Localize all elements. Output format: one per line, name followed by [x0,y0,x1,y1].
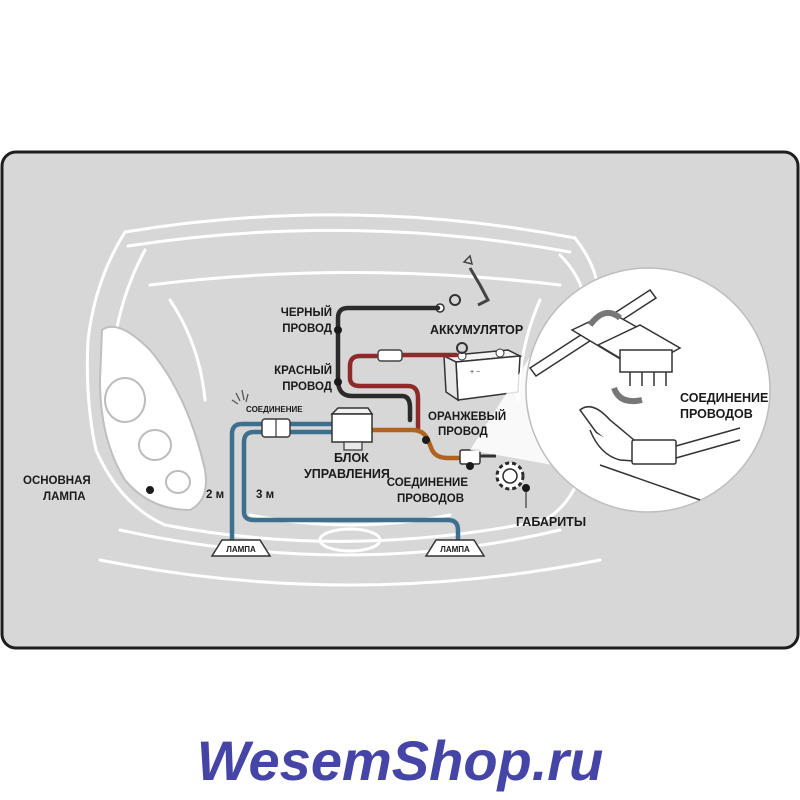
label-lamp-right: ЛАМПА [440,545,470,554]
blue-wire-connector [261,418,291,438]
svg-text:СОЕДИНЕНИЕ: СОЕДИНЕНИЕ [387,477,469,489]
svg-text:ЛАМПА: ЛАМПА [43,491,86,503]
svg-text:КРАСНЫЙ: КРАСНЫЙ [274,364,332,377]
label-connection-small: СОЕДИНЕНИЕ [246,405,303,414]
red-wire [347,352,459,431]
svg-text:УПРАВЛЕНИЯ: УПРАВЛЕНИЯ [304,467,390,481]
parking-light-icon [495,461,525,491]
label-control-unit: БЛОК УПРАВЛЕНИЯ [304,451,390,481]
label-lamp-left: ЛАМПА [226,545,256,554]
diagram-panel [0,150,800,650]
control-unit-icon [330,407,374,451]
blue-wire [229,421,461,543]
svg-text:ПРОВОД: ПРОВОД [282,323,332,335]
wire-connection-clip [459,449,496,465]
lamp-right-icon [424,539,486,557]
lamp-left-icon [210,539,272,557]
svg-text:ПРОВОД: ПРОВОД [438,426,488,438]
main-headlamp [98,325,207,512]
svg-text:ЧЕРНЫЙ: ЧЕРНЫЙ [281,306,332,319]
svg-text:ПРОВОДОВ: ПРОВОДОВ [680,407,753,421]
magnifier-callout [470,267,771,513]
red-wire-fuse [377,349,403,362]
label-battery: АККУМУЛЯТОР [430,323,523,337]
brand-watermark: WesemShop.ru [197,729,604,792]
label-orange-wire: ОРАНЖЕВЫЙ ПРОВОД [428,410,506,438]
svg-text:ОРАНЖЕВЫЙ: ОРАНЖЕВЫЙ [428,410,506,423]
svg-text:БЛОК: БЛОК [334,451,369,465]
svg-text:ОСНОВНАЯ: ОСНОВНАЯ [23,475,91,487]
label-length-2m: 2 м [206,489,224,501]
label-main-lamp: ОСНОВНАЯ ЛАМПА [23,475,91,503]
label-wire-connection-detail: СОЕДИНЕНИЕ ПРОВОДОВ [680,391,768,421]
svg-text:ПРОВОДОВ: ПРОВОДОВ [397,493,464,505]
car-outline [85,213,602,587]
svg-text:СОЕДИНЕНИЕ: СОЕДИНЕНИЕ [680,391,768,405]
svg-text:+ −: + − [470,369,480,376]
battery-icon: + − [435,254,523,402]
label-length-3m: 3 м [256,489,274,501]
leader-lines [146,326,530,508]
label-black-wire: ЧЕРНЫЙ ПРОВОД [281,306,332,335]
label-parking-lights: ГАБАРИТЫ [516,515,586,529]
spark-icon [231,389,249,405]
orange-wire [367,427,465,461]
label-wire-connection: СОЕДИНЕНИЕ ПРОВОДОВ [387,477,469,505]
svg-text:ПРОВОД: ПРОВОД [282,381,332,393]
label-red-wire: КРАСНЫЙ ПРОВОД [274,364,332,393]
black-wire [335,305,441,423]
